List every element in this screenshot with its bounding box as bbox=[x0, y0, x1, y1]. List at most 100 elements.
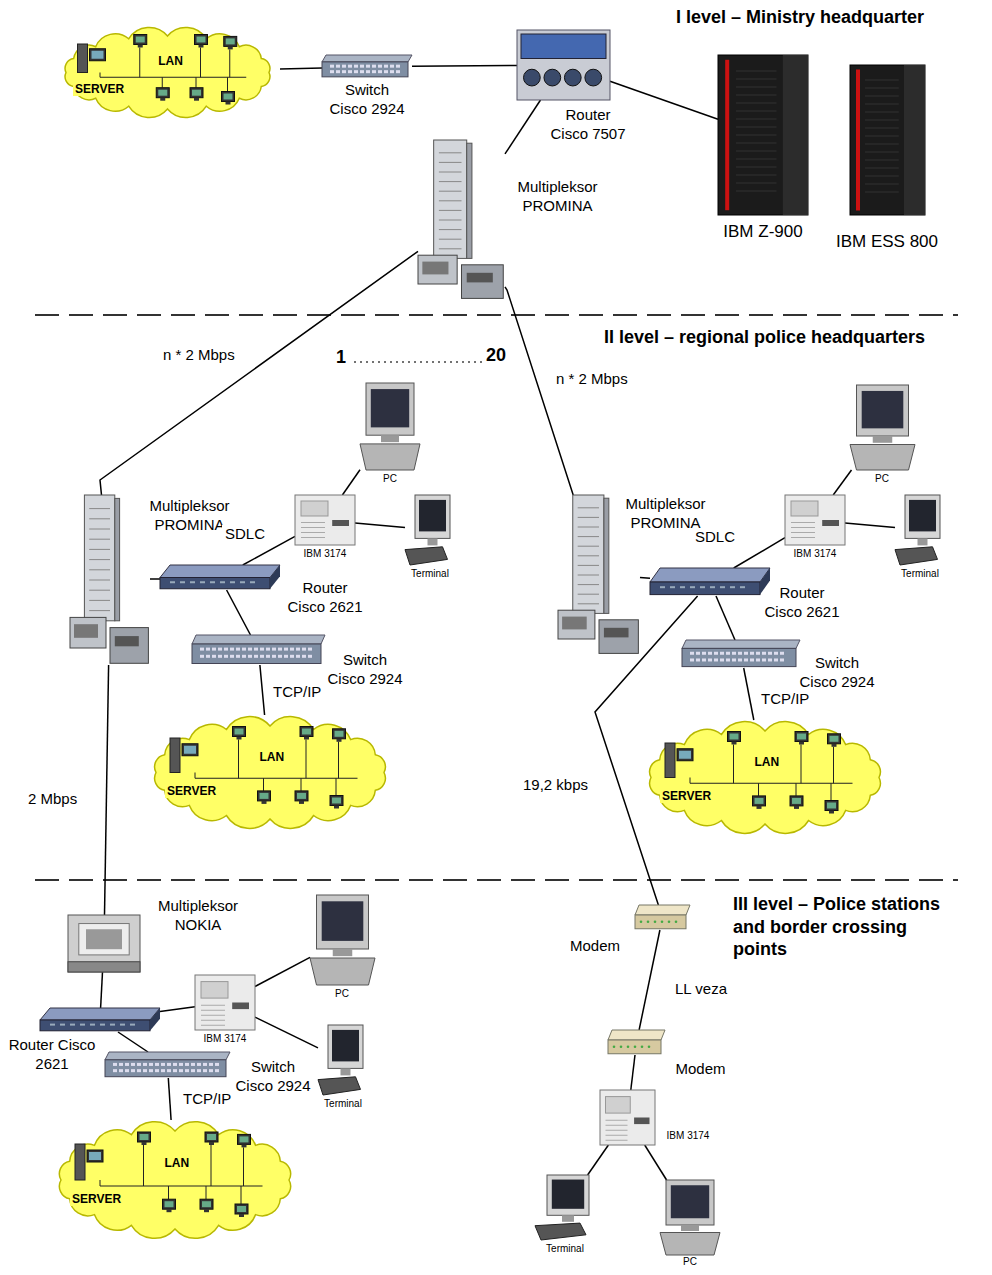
icon-part bbox=[113, 1063, 117, 1066]
icon-part bbox=[301, 778, 302, 791]
icon-part bbox=[143, 1063, 147, 1066]
icon-part bbox=[200, 581, 205, 583]
icon-part bbox=[185, 1069, 189, 1072]
icon-part bbox=[201, 1005, 225, 1006]
icon-part bbox=[733, 745, 734, 784]
icon-part bbox=[224, 655, 228, 658]
icon-part bbox=[248, 655, 252, 658]
level-separator bbox=[35, 879, 958, 881]
lan-cloud: LANSERVER bbox=[640, 720, 890, 835]
icon-part bbox=[142, 1142, 147, 1145]
network-device: IBM 3174 bbox=[295, 495, 355, 545]
icon-part bbox=[330, 65, 334, 68]
icon-part bbox=[360, 444, 420, 470]
icon-part bbox=[736, 87, 777, 88]
icon-part bbox=[272, 648, 276, 651]
icon-part bbox=[679, 751, 691, 759]
icon-part bbox=[758, 783, 759, 796]
icon-part bbox=[732, 742, 737, 745]
network-link bbox=[355, 523, 405, 528]
icon-part bbox=[799, 742, 804, 745]
icon-part bbox=[196, 77, 197, 87]
icon-part bbox=[75, 1144, 85, 1180]
network-device: PC bbox=[850, 385, 915, 470]
network-device: PC bbox=[660, 1180, 720, 1255]
icon-part bbox=[230, 648, 234, 651]
device-label: Terminal bbox=[530, 1243, 600, 1256]
icon-part bbox=[354, 65, 358, 68]
icon-part bbox=[606, 1120, 628, 1121]
ibm-icon bbox=[195, 975, 255, 1030]
icon-part bbox=[248, 648, 252, 651]
icon-part bbox=[336, 70, 340, 73]
network-link bbox=[595, 596, 698, 905]
link-label: SDLC bbox=[692, 528, 738, 546]
icon-part bbox=[828, 734, 841, 744]
icon-part bbox=[230, 581, 235, 583]
icon-part bbox=[143, 1145, 144, 1186]
icon-part bbox=[670, 586, 675, 588]
network-device: Router Cisco 2621 bbox=[160, 565, 280, 590]
icon-part bbox=[627, 1045, 630, 1048]
icon-part bbox=[668, 920, 671, 923]
icon-part bbox=[606, 1130, 628, 1131]
icon-part bbox=[290, 655, 294, 658]
icon-part bbox=[795, 732, 808, 742]
network-device: Switch Cisco 2924 bbox=[105, 1052, 230, 1078]
icon-part bbox=[736, 191, 777, 192]
icon-part bbox=[562, 617, 587, 630]
icon-part bbox=[832, 744, 837, 747]
level-separator bbox=[35, 314, 958, 316]
icon-part bbox=[90, 49, 106, 61]
device-label: Terminal bbox=[395, 568, 465, 581]
icon-part bbox=[218, 655, 222, 658]
device-label: PC bbox=[862, 473, 902, 486]
icon-part bbox=[517, 30, 610, 100]
icon-part bbox=[372, 70, 376, 73]
icon-part bbox=[209, 1142, 214, 1145]
icon-part bbox=[139, 48, 140, 78]
device-label: IBM 3174 bbox=[658, 1130, 718, 1143]
icon-part bbox=[258, 791, 271, 801]
icon-part bbox=[165, 1201, 174, 1207]
device-label: IBM Z-900 bbox=[708, 221, 818, 242]
term-icon bbox=[895, 495, 945, 565]
device-label: Switch Cisco 2924 bbox=[233, 1058, 313, 1096]
icon-part bbox=[700, 586, 705, 588]
icon-part bbox=[89, 1152, 101, 1160]
icon-part bbox=[736, 159, 777, 160]
icon-part bbox=[296, 648, 300, 651]
icon-part bbox=[87, 1150, 103, 1162]
lan-label: LAN bbox=[156, 54, 185, 68]
icon-part bbox=[40, 1020, 150, 1031]
icon-part bbox=[768, 658, 772, 661]
icon-part bbox=[50, 1024, 55, 1026]
icon-part bbox=[690, 586, 695, 588]
icon-part bbox=[185, 1063, 189, 1066]
network-link bbox=[280, 68, 322, 69]
icon-part bbox=[105, 1052, 230, 1060]
icon-part bbox=[791, 501, 818, 516]
icon-part bbox=[180, 581, 185, 583]
icon-part bbox=[296, 655, 300, 658]
icon-part bbox=[390, 70, 394, 73]
icon-part bbox=[232, 1003, 249, 1010]
icon-part bbox=[115, 636, 139, 646]
icon-part bbox=[301, 527, 325, 528]
pc-icon bbox=[310, 895, 375, 985]
icon-part bbox=[236, 648, 240, 651]
icon-part bbox=[90, 1024, 95, 1026]
icon-part bbox=[690, 652, 694, 655]
icon-part bbox=[155, 1069, 159, 1072]
icon-part bbox=[301, 537, 325, 538]
icon-part bbox=[332, 520, 349, 526]
device-label: PC bbox=[322, 988, 362, 1001]
icon-part bbox=[702, 652, 706, 655]
icon-part bbox=[756, 652, 760, 655]
icon-part bbox=[702, 658, 706, 661]
icon-part bbox=[190, 581, 195, 583]
icon-part bbox=[850, 445, 915, 471]
icon-part bbox=[439, 191, 462, 192]
device-label: Modem bbox=[565, 937, 625, 956]
icon-part bbox=[156, 88, 169, 98]
